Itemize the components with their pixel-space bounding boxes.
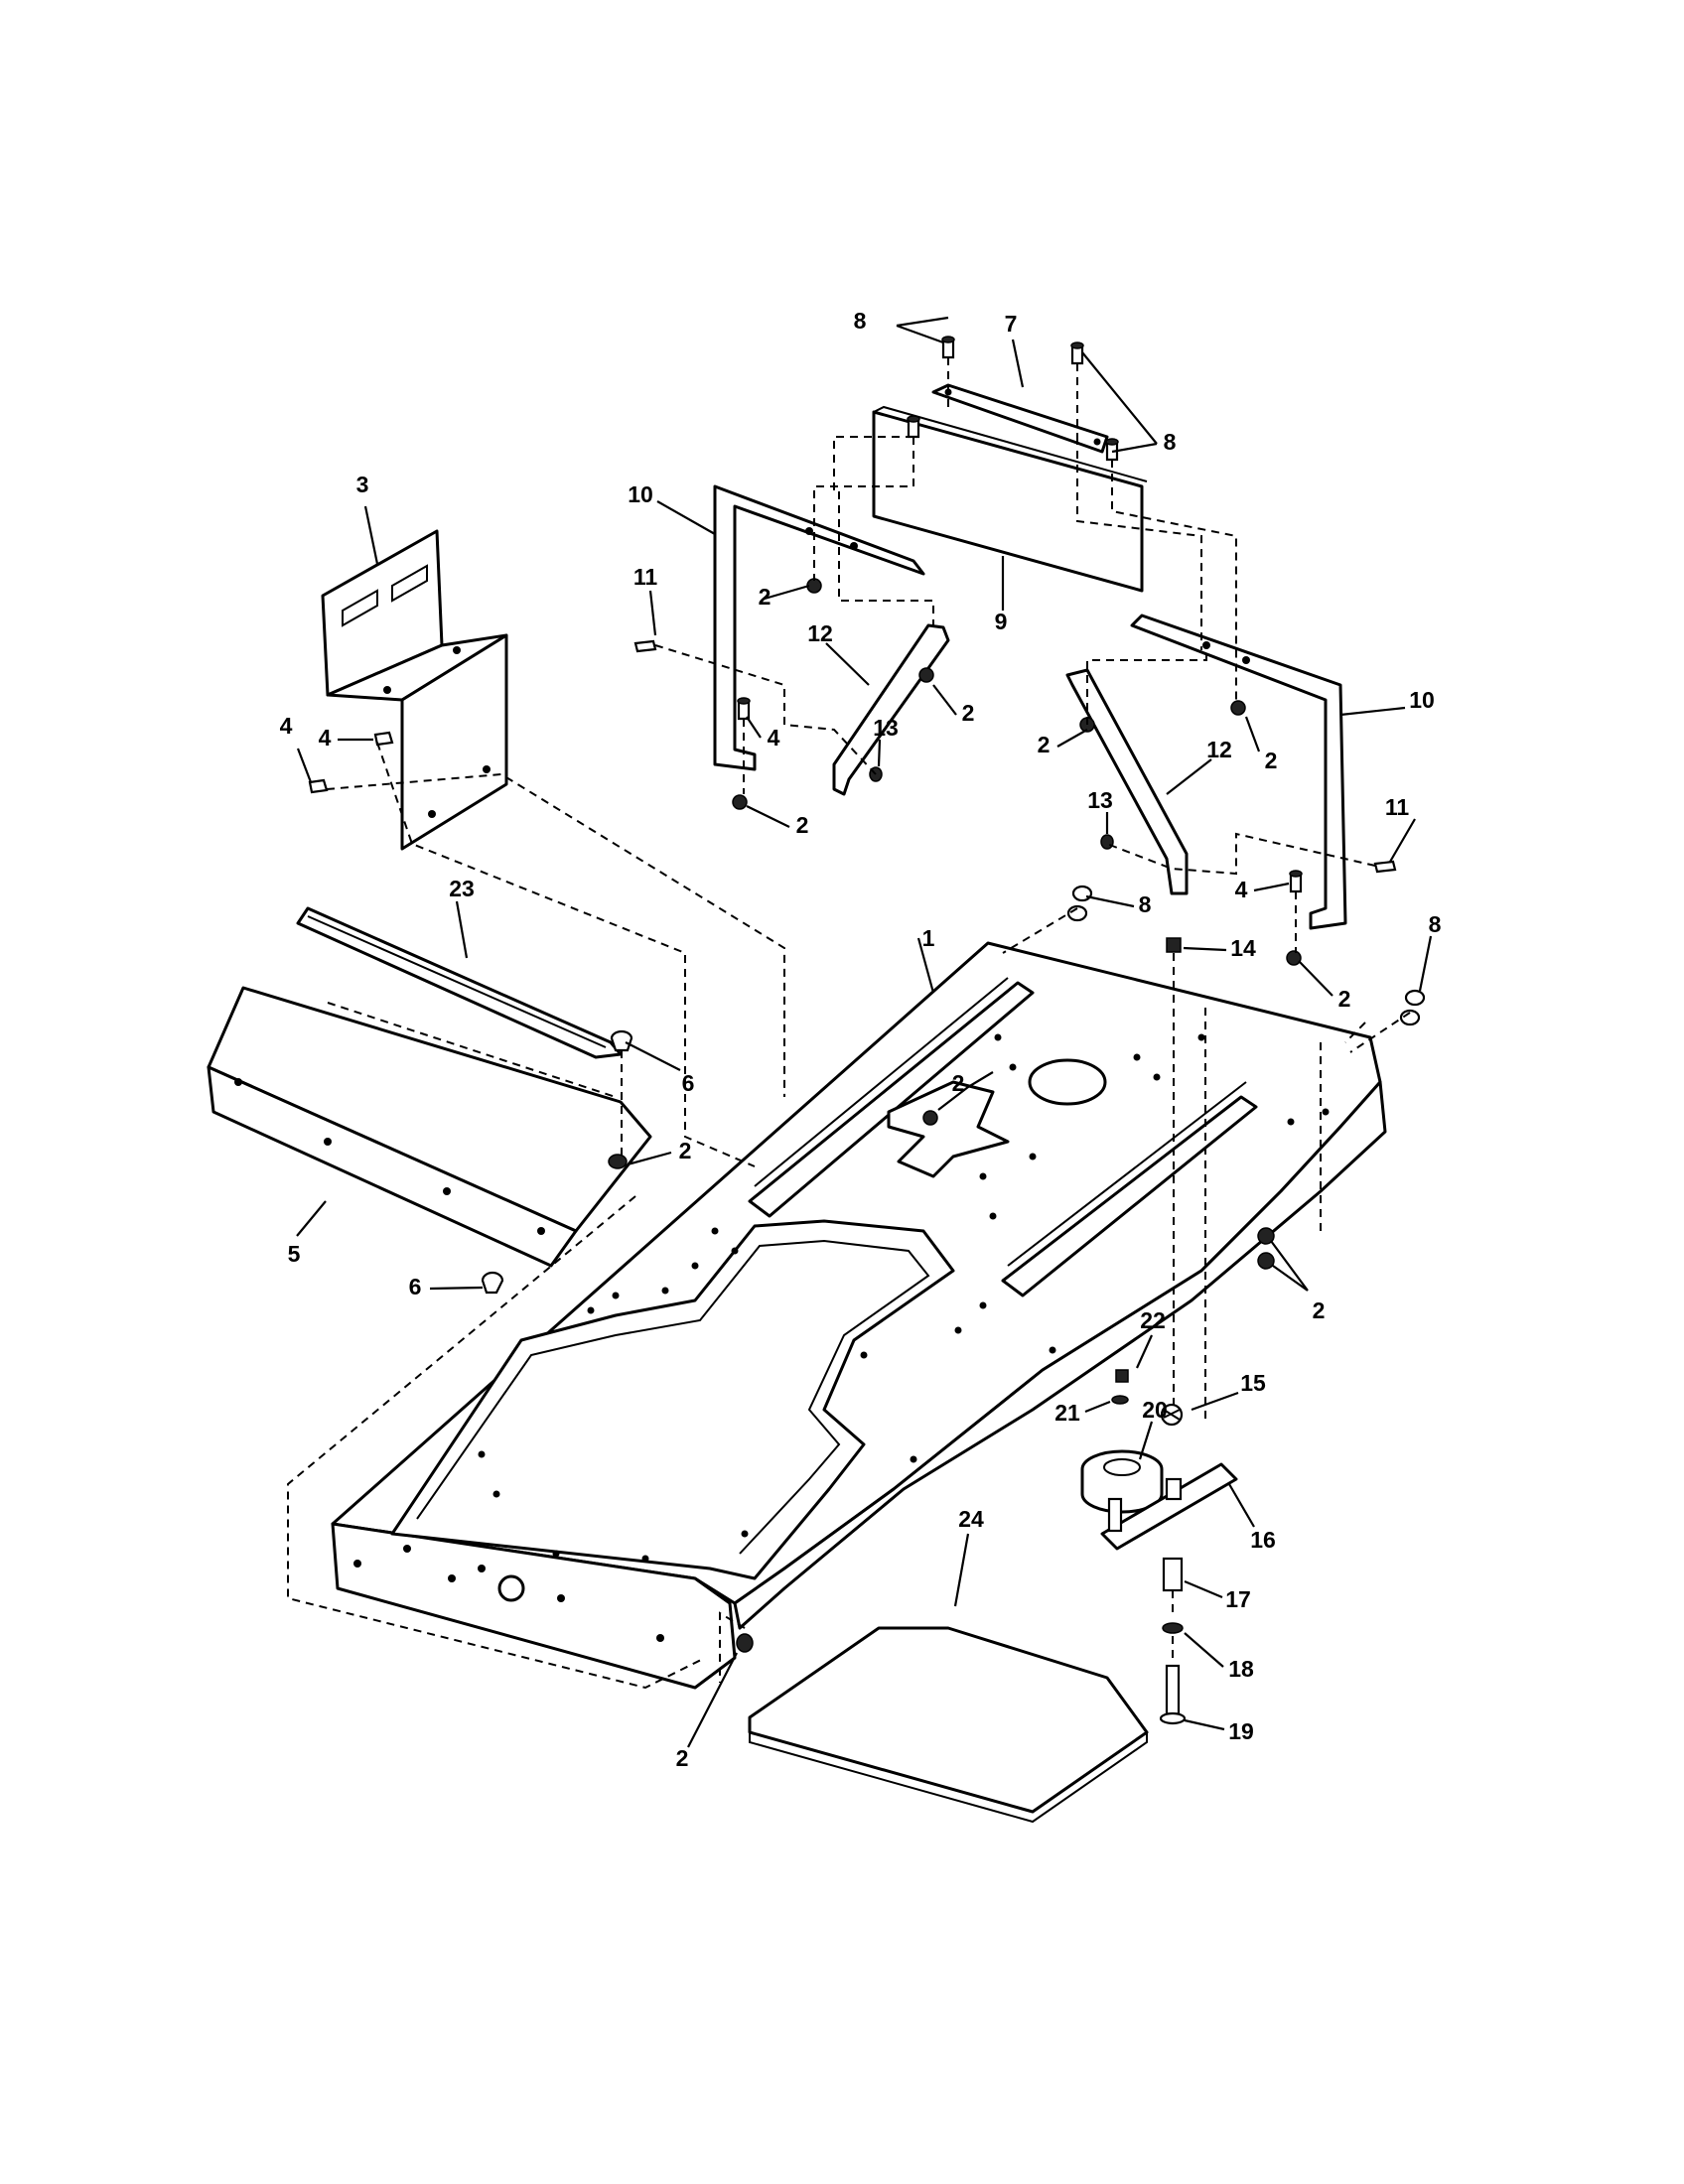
pad-24 [748, 1626, 1149, 1824]
callout-23: 23 [449, 876, 475, 901]
callout-7: 7 [1005, 311, 1018, 337]
callout-4: 4 [1235, 877, 1248, 902]
callout-6: 6 [409, 1274, 422, 1299]
callout-13: 13 [1087, 787, 1113, 813]
plate-9 [872, 405, 1148, 593]
callout-2: 2 [1313, 1297, 1326, 1323]
callout-2: 2 [952, 1070, 965, 1096]
callout-16: 16 [1250, 1527, 1276, 1553]
callout-2: 2 [962, 700, 975, 726]
callout-10: 10 [628, 481, 653, 507]
frame-holes [478, 1033, 1330, 1563]
callout-2: 2 [1265, 748, 1278, 773]
brace-10-right [1130, 614, 1347, 930]
callout-1: 1 [922, 925, 935, 951]
bracket-panel-3 [321, 529, 508, 851]
callout-4: 4 [319, 725, 332, 751]
callout-8: 8 [1139, 891, 1152, 917]
callout-14: 14 [1230, 935, 1256, 961]
callout-6: 6 [682, 1070, 695, 1096]
callout-2: 2 [676, 1745, 689, 1771]
callout-11: 11 [633, 564, 658, 590]
callout-2: 2 [1038, 732, 1051, 757]
main-frame [331, 941, 1387, 1690]
fasteners [308, 336, 1426, 1653]
brace-12-right [1065, 668, 1189, 895]
callout-12: 12 [1206, 737, 1232, 762]
callout-8: 8 [1429, 911, 1442, 937]
callout-21: 21 [1054, 1400, 1080, 1426]
callout-2: 2 [759, 584, 772, 610]
spindle-assembly [1080, 937, 1238, 1725]
callout-10: 10 [1409, 687, 1435, 713]
alignment-lines [287, 357, 1411, 1690]
callout-2: 2 [679, 1138, 692, 1163]
callout-9: 9 [995, 609, 1008, 634]
callout-2: 2 [796, 812, 809, 838]
callout-13: 13 [873, 715, 899, 741]
callout-4: 4 [280, 713, 293, 739]
callout-labels: 1 2 2 2 2 2 2 2 2 2 2 3 4 4 4 4 5 6 6 7 … [280, 308, 1442, 1771]
brace-10-left [713, 484, 925, 771]
callout-2: 2 [1338, 986, 1351, 1012]
brace-12-left [832, 623, 950, 796]
callout-4: 4 [768, 725, 780, 751]
callout-5: 5 [288, 1241, 301, 1267]
callout-11: 11 [1385, 794, 1410, 820]
callout-22: 22 [1140, 1307, 1166, 1333]
callout-24: 24 [958, 1506, 984, 1532]
callout-15: 15 [1240, 1370, 1266, 1396]
callout-8: 8 [854, 308, 867, 334]
callout-19: 19 [1228, 1718, 1254, 1744]
callout-17: 17 [1225, 1586, 1251, 1612]
leader-lines [296, 316, 1433, 1748]
callout-20: 20 [1142, 1397, 1168, 1423]
callout-12: 12 [807, 620, 833, 646]
callout-3: 3 [356, 472, 369, 497]
cover-5 [207, 986, 652, 1268]
callout-18: 18 [1228, 1656, 1254, 1682]
callout-8: 8 [1164, 429, 1177, 455]
